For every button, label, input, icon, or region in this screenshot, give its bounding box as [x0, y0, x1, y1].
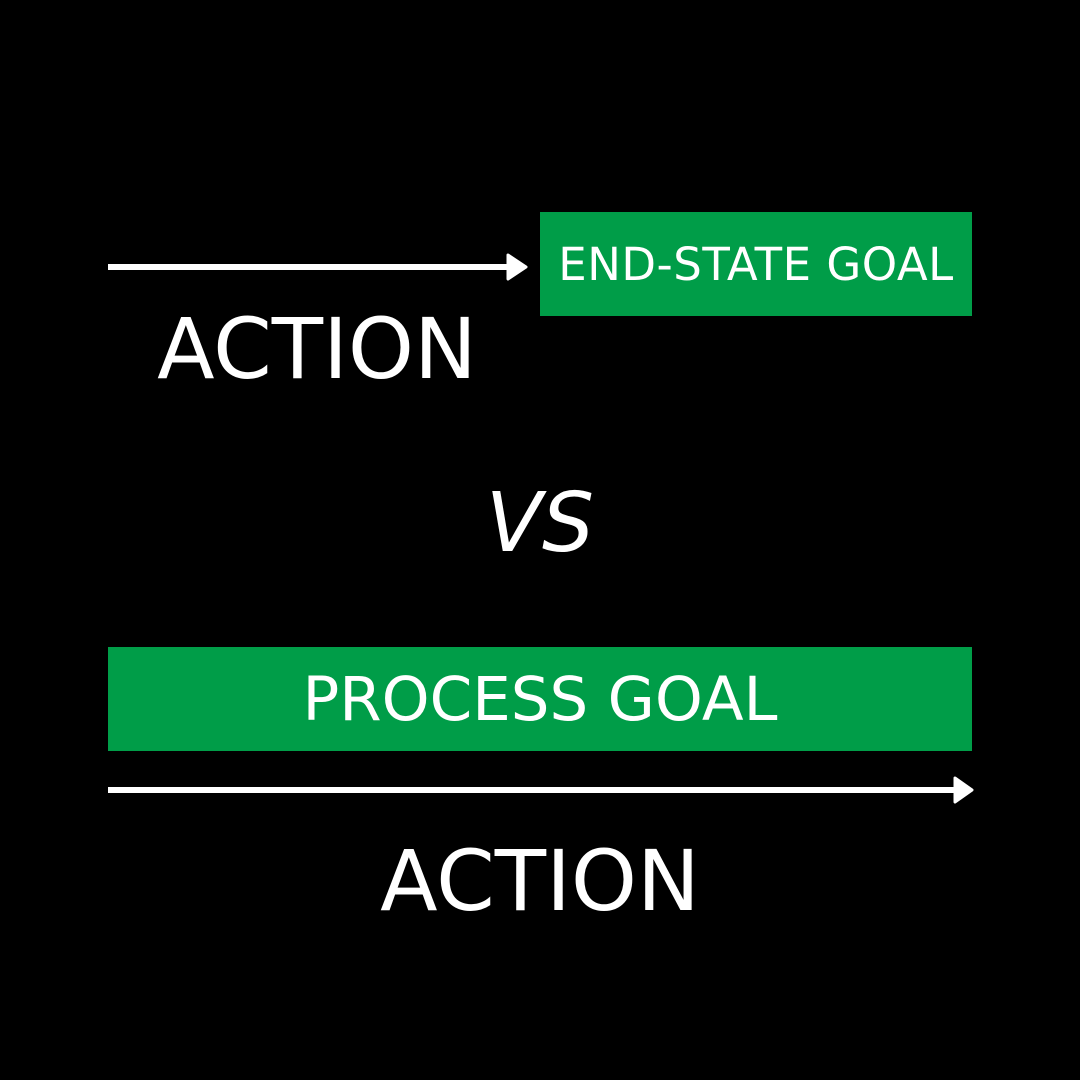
end-state-goal-label: END-STATE GOAL	[558, 237, 954, 291]
vs-label: VS	[485, 476, 595, 571]
bottom-action-arrow-icon	[108, 776, 974, 804]
process-goal-label: PROCESS GOAL	[302, 663, 778, 735]
top-action-label: ACTION	[157, 300, 477, 398]
top-action-arrow-icon	[108, 253, 528, 281]
end-state-goal-box: END-STATE GOAL	[540, 212, 972, 316]
bottom-action-label: ACTION	[380, 832, 700, 930]
process-goal-box: PROCESS GOAL	[108, 647, 972, 751]
